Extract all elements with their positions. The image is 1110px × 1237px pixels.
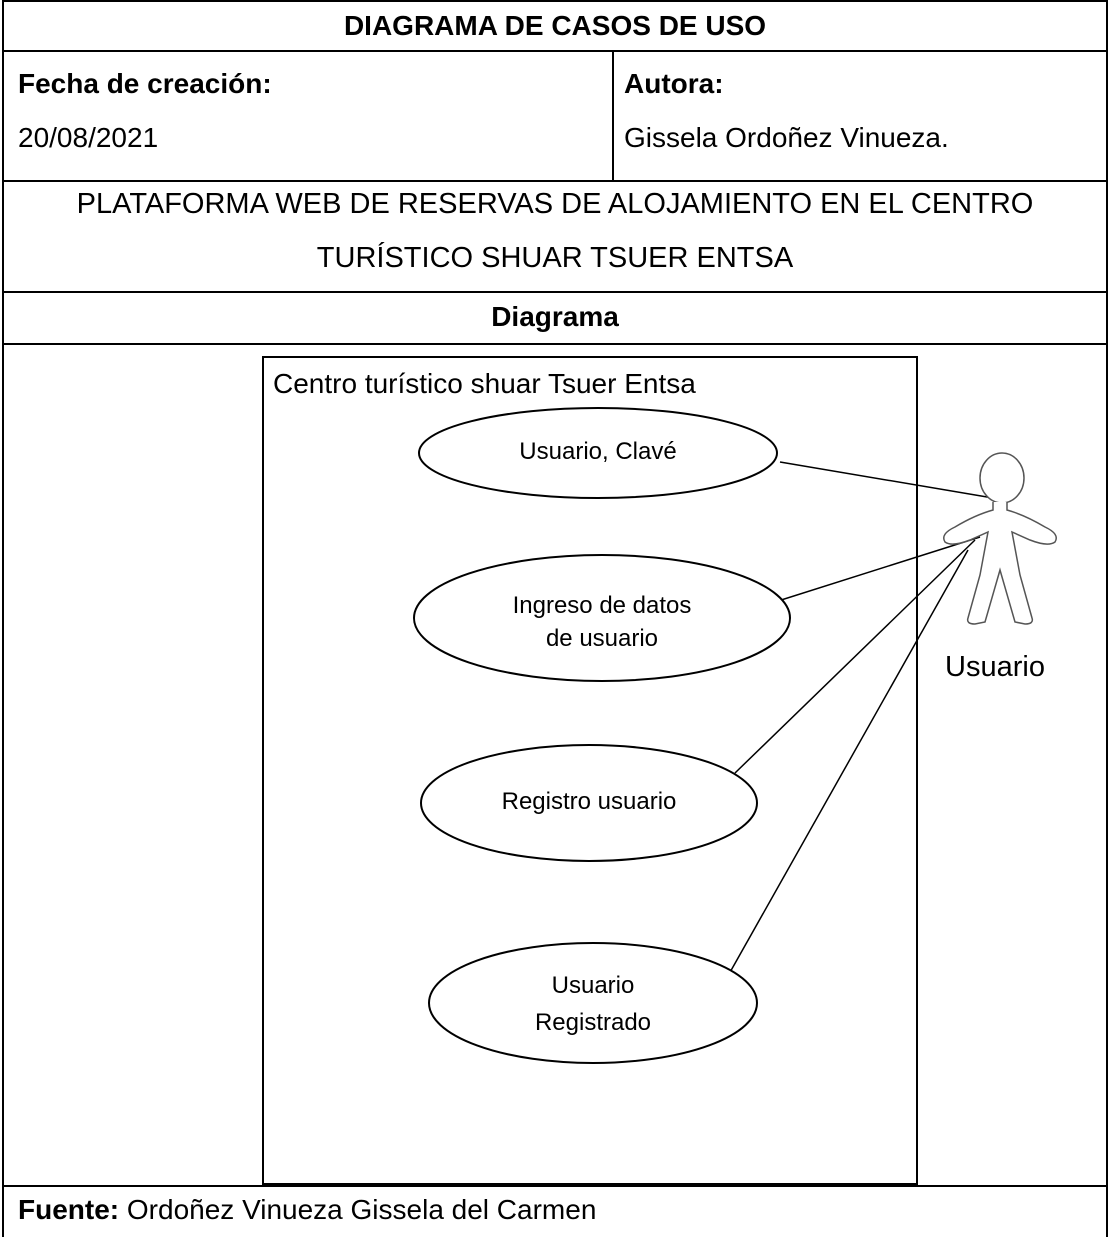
use-case-label: Usuario, Clavé	[519, 438, 676, 465]
table-border-top	[2, 0, 1108, 2]
use-case-data-entry: Ingreso de datos de usuario	[413, 554, 791, 682]
project-title-line-1: PLATAFORMA WEB DE RESERVAS DE ALOJAMIENT…	[76, 188, 1034, 220]
table-divider	[2, 343, 1108, 345]
table-divider	[2, 180, 1108, 182]
use-case-label: Usuario	[552, 972, 635, 999]
column-divider	[612, 50, 614, 180]
document-title: DIAGRAMA DE CASOS DE USO	[343, 10, 767, 41]
source-label: Fuente:	[18, 1194, 120, 1225]
use-case-label: Ingreso de datos	[513, 592, 692, 619]
use-case-user-registration: Registro usuario	[420, 744, 758, 862]
actor-label: Usuario	[945, 651, 1045, 683]
use-case-label: Registro usuario	[502, 788, 677, 815]
association-line	[779, 461, 994, 499]
creation-date-label: Fecha de creación:	[18, 68, 272, 99]
system-name: Centro turístico shuar Tsuer Entsa	[273, 368, 696, 399]
association-line	[777, 536, 981, 602]
table-divider	[2, 291, 1108, 293]
diagram-section-label: Diagrama	[491, 301, 619, 332]
use-case-label: de usuario	[546, 625, 658, 652]
table-divider	[2, 50, 1108, 52]
author-label: Autora:	[624, 68, 724, 99]
table-divider	[2, 1185, 1108, 1187]
use-case-login: Usuario, Clavé	[418, 407, 778, 499]
association-line	[719, 549, 969, 991]
source-value: Ordoñez Vinueza Gissela del Carmen	[126, 1194, 597, 1225]
creation-date-value: 20/08/2021	[18, 122, 159, 153]
project-title-line-2: TURÍSTICO SHUAR TSUER ENTSA	[316, 242, 794, 274]
source-line: Fuente: Ordoñez Vinueza Gissela del Carm…	[18, 1193, 596, 1227]
author-value: Gissela Ordoñez Vinueza.	[624, 122, 949, 153]
system-boundary	[262, 356, 918, 1185]
use-case-label: Registrado	[535, 1009, 651, 1036]
actor-user-icon	[943, 452, 1057, 625]
use-case-registered-user: Usuario Registrado	[428, 942, 758, 1064]
association-line	[734, 539, 976, 774]
